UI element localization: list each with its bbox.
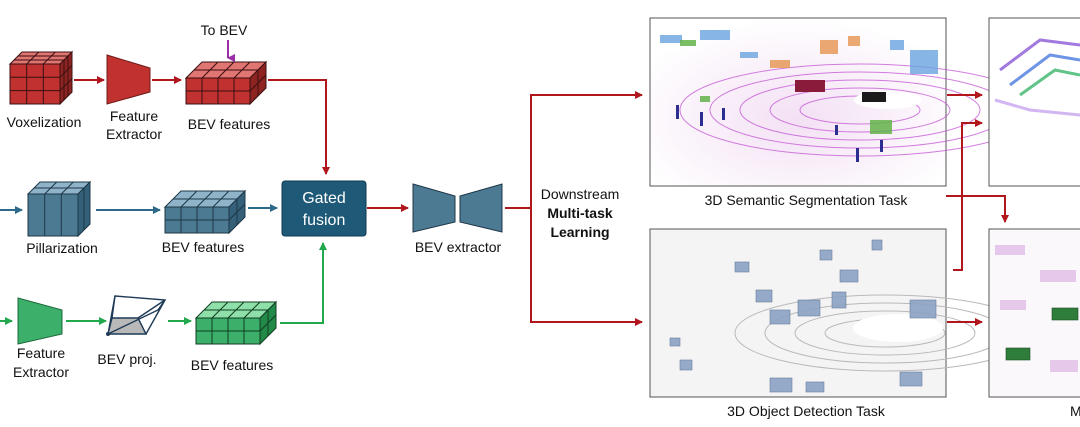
arrow-to-segmentation <box>530 91 643 208</box>
bev-extractor-label: BEV extractor <box>415 239 502 255</box>
gated-fusion-box <box>281 180 367 237</box>
bev-grid-bottom <box>194 300 278 346</box>
result-image-bottom <box>988 228 1080 398</box>
bev-extractor-hourglass <box>412 183 503 233</box>
detection-caption: 3D Object Detection Task <box>727 403 886 419</box>
downstream-label-2: Multi-task <box>547 205 613 221</box>
bev-features-mid-label: BEV features <box>162 239 245 255</box>
voxelization-label: Voxelization <box>7 114 82 130</box>
bev-features-bottom-label: BEV features <box>191 357 274 373</box>
feature-extractor-top-label-2: Extractor <box>106 126 162 142</box>
arrow-det-up-right <box>953 119 983 271</box>
arrow-bottom-to-fusion <box>280 242 327 324</box>
gated-fusion-label-2: fusion <box>303 212 346 229</box>
downstream-label-3: Learning <box>550 224 609 240</box>
feature-extractor-top <box>106 54 151 105</box>
bev-proj-label: BEV proj. <box>97 351 156 367</box>
arrow-top-to-fusion <box>268 79 330 175</box>
feature-extractor-bottom-label-2: Extractor <box>13 364 69 380</box>
pillarization-label: Pillarization <box>26 240 98 256</box>
result-image-top <box>988 17 1080 187</box>
bev-grid-mid <box>163 189 247 235</box>
bev-proj-frustum <box>106 295 167 336</box>
bev-features-top-label: BEV features <box>188 116 271 132</box>
bev-grid-top <box>184 60 268 106</box>
feature-extractor-top-label-1: Feature <box>110 108 158 124</box>
pillar-block <box>26 180 92 238</box>
arrow-seg-down-right <box>946 195 1009 223</box>
voxel-cube <box>8 50 74 106</box>
segmentation-image <box>649 17 1041 187</box>
to-bev-label: To BEV <box>201 22 248 38</box>
feature-extractor-bottom-label-1: Feature <box>17 345 65 361</box>
arrow-to-detection <box>530 208 643 326</box>
gated-fusion-label-1: Gated <box>302 190 346 207</box>
segmentation-caption: 3D Semantic Segmentation Task <box>705 192 909 208</box>
clipped-caption: M <box>1070 403 1080 419</box>
downstream-label-1: Downstream <box>541 186 620 202</box>
detection-image <box>649 228 1036 398</box>
feature-extractor-bottom <box>17 297 63 345</box>
